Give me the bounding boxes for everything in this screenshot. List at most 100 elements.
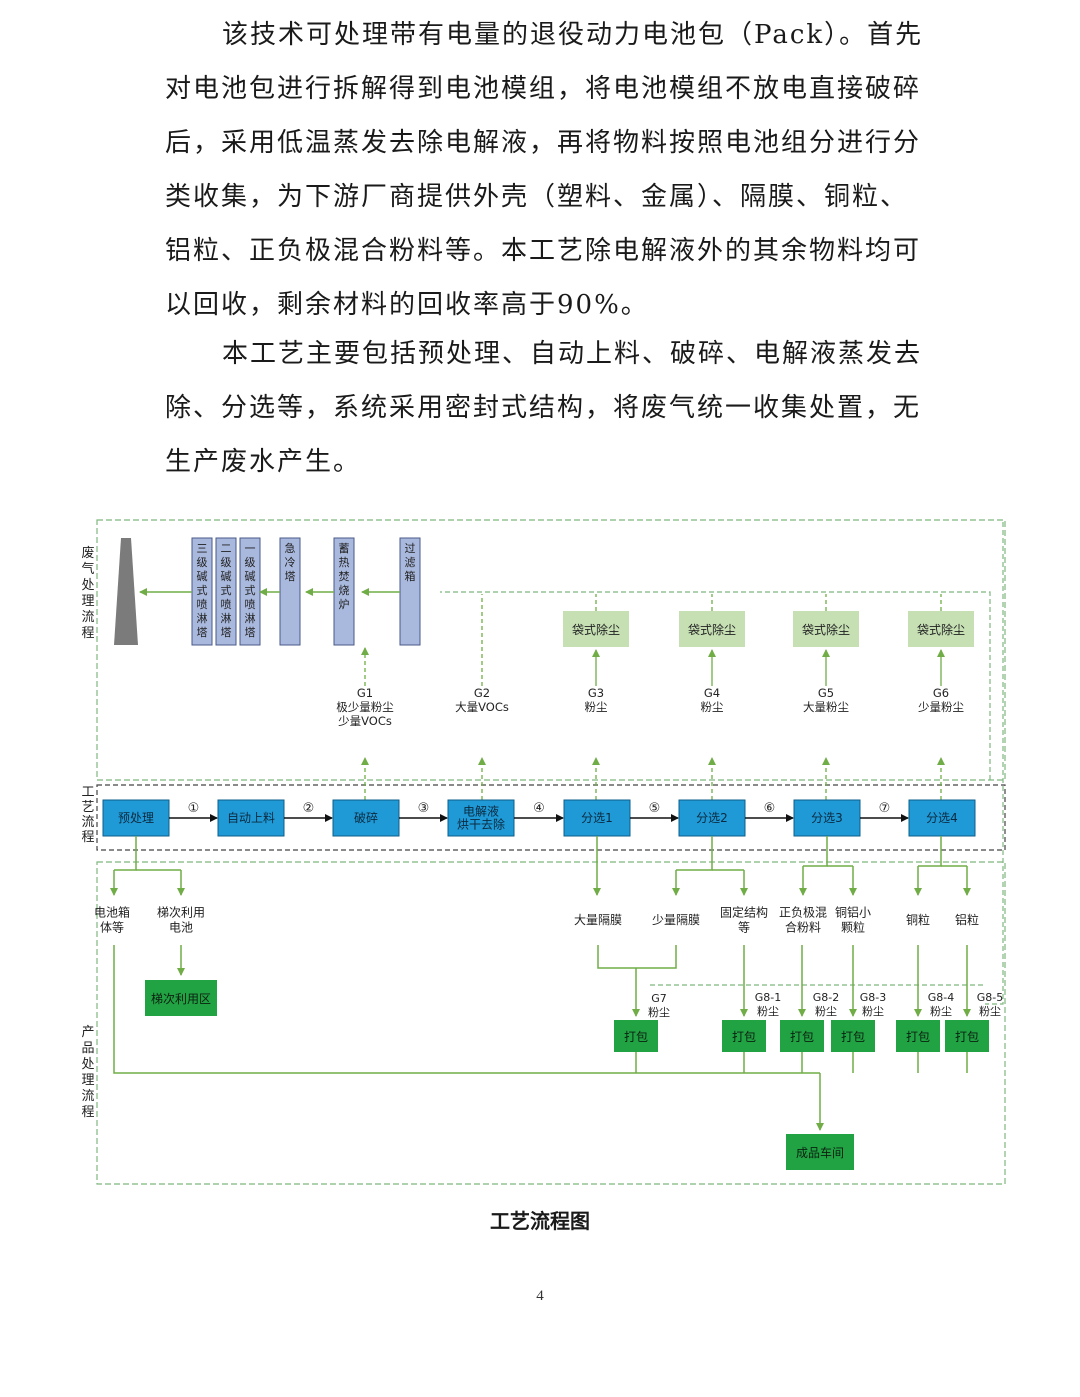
gas-unit-label: 级 xyxy=(245,556,256,569)
emission-label: 极少量粉尘 xyxy=(336,700,394,714)
bag-filter: 袋式除尘 xyxy=(793,611,859,647)
packing-dust-label: G8-1 xyxy=(755,991,782,1004)
pack-label: 打包 xyxy=(955,1030,979,1044)
product-text: 铜粒 xyxy=(906,912,930,927)
section-label-gas: 废 xyxy=(81,545,94,561)
pack-label: 打包 xyxy=(790,1030,814,1044)
pack-label: 打包 xyxy=(906,1030,930,1044)
step-number: ① xyxy=(188,801,200,816)
bag-filter: 袋式除尘 xyxy=(563,611,629,647)
figure-caption: 工艺流程图 xyxy=(490,1209,590,1233)
product-text: 颗粒 xyxy=(841,920,865,935)
pack-box: 打包 xyxy=(722,945,766,1052)
emission-label: G1 xyxy=(357,686,373,700)
product-text: 固定结构 xyxy=(720,905,768,920)
pack-label: 打包 xyxy=(624,1030,648,1044)
process-step-label: 自动上料 xyxy=(227,811,275,825)
product-text: 铜铝小 xyxy=(835,905,871,920)
packing-dust-label: G8-3 xyxy=(860,991,887,1004)
section-label-product: 产 xyxy=(81,1025,94,1040)
page-number: 4 xyxy=(536,1288,544,1304)
bag-filter: 袋式除尘 xyxy=(908,611,974,647)
bag-filter-label: 袋式除尘 xyxy=(572,622,620,637)
emission-label: G6 xyxy=(933,686,949,700)
emission-label: G5 xyxy=(818,686,834,700)
gas-unit-label: 塔 xyxy=(285,570,296,583)
section-label-product: 理 xyxy=(81,1073,94,1088)
step-number: ④ xyxy=(533,801,545,816)
emission-label: 大量VOCs xyxy=(455,700,509,714)
pack-box: 打包 xyxy=(896,945,940,1052)
step-number: ⑤ xyxy=(649,801,661,816)
gas-unit-label: 塔 xyxy=(245,626,256,639)
product-text: 体等 xyxy=(100,921,124,935)
gas-unit-label: 热 xyxy=(339,556,350,569)
merge-line xyxy=(636,945,677,969)
warehouse-box: 成品车间 xyxy=(786,1134,854,1170)
cascade-area-label: 梯次利用区 xyxy=(151,992,211,1006)
section-label-gas: 处 xyxy=(81,578,94,593)
gas-unit-label: 一 xyxy=(245,542,256,555)
section-label-process: 流 xyxy=(81,815,94,830)
product-text: 少量隔膜 xyxy=(652,913,700,927)
gas-unit-label: 箱 xyxy=(405,569,416,583)
process-step-label: 分选2 xyxy=(696,811,728,825)
emission-label: G4 xyxy=(704,686,720,700)
gas-unit-label: 碱 xyxy=(245,570,256,583)
gas-unit-label: 喷 xyxy=(245,598,256,611)
gas-unit-label: 急 xyxy=(285,541,296,555)
chimney xyxy=(114,538,138,645)
section-label-product: 流 xyxy=(81,1089,94,1104)
process-step-8: 分选4 xyxy=(908,799,976,837)
product-label: 大量隔膜 xyxy=(574,913,622,927)
gas-unit-label: 滤 xyxy=(405,556,416,569)
process-step-3: 破碎③ xyxy=(332,799,448,837)
collect-line xyxy=(113,945,820,1074)
packing-dust-label: 粉尘 xyxy=(757,1005,779,1018)
pack-box: 打包 xyxy=(831,945,875,1052)
section-label-product: 处 xyxy=(81,1057,94,1072)
gas-unit-label: 碱 xyxy=(197,570,208,583)
gas-unit-label: 式 xyxy=(221,584,232,597)
gas-unit-label: 淋 xyxy=(197,612,208,625)
section-label-product: 程 xyxy=(81,1105,94,1120)
product-label: 铝粒 xyxy=(955,912,979,927)
emission-label: G2 xyxy=(474,686,490,700)
bag-filter: 袋式除尘 xyxy=(679,611,745,647)
packing-dust-label: 粉尘 xyxy=(815,1005,837,1018)
emission-label: 粉尘 xyxy=(701,700,724,714)
pack-box: 打包 xyxy=(945,945,989,1052)
packing-dust-label: G8-5 xyxy=(977,991,1004,1004)
emission-label: 少量粉尘 xyxy=(918,700,964,714)
packing-dust-g8-3: G8-3粉尘 xyxy=(860,991,887,1018)
gas-unit: 过滤箱 xyxy=(399,537,421,646)
section-label-gas: 理 xyxy=(81,594,94,609)
product-text: 正负极混 xyxy=(779,906,827,920)
process-step-label: 破碎 xyxy=(354,810,378,825)
pack-label: 打包 xyxy=(732,1030,756,1044)
gas-unit-label: 淋 xyxy=(221,612,232,625)
product-text: 铝粒 xyxy=(955,912,979,927)
gas-collection-lines xyxy=(440,522,1004,1005)
product-text: 电池 xyxy=(169,921,193,935)
product-text: 梯次利用 xyxy=(157,906,205,920)
section-label-process: 程 xyxy=(81,830,94,845)
packing-dust-label: 粉尘 xyxy=(862,1005,884,1018)
gas-unit-label: 淋 xyxy=(245,612,256,625)
packing-dust-g8-1: G8-1粉尘 xyxy=(755,991,782,1018)
gas-unit-label: 塔 xyxy=(197,626,208,639)
packing-dust-label: 粉尘 xyxy=(979,1005,1001,1018)
